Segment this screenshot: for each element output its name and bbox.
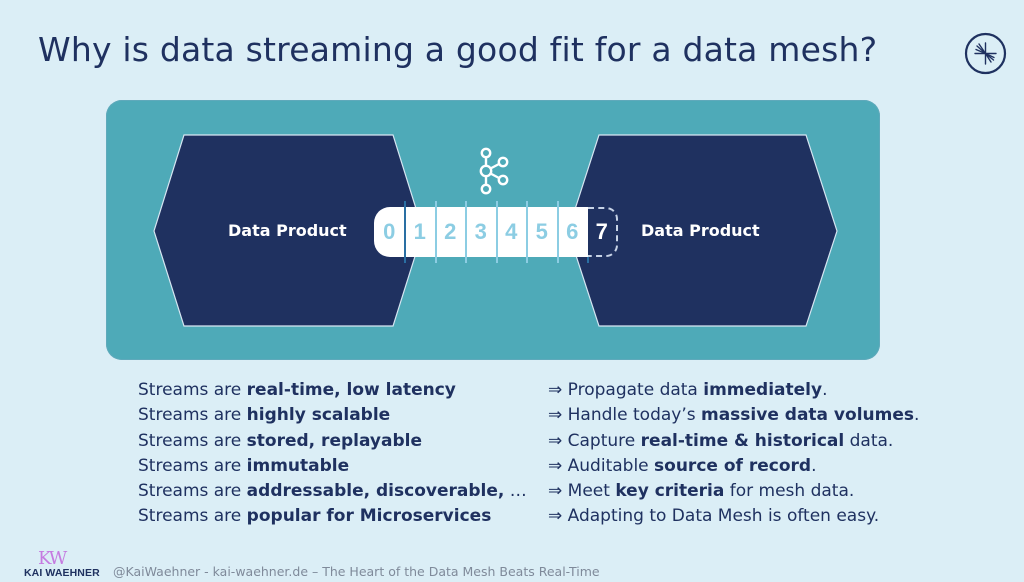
tape-start-cap bbox=[374, 207, 404, 257]
tape-divider bbox=[496, 201, 498, 263]
list-item: ⇒ Meet key criteria for mesh data. bbox=[548, 481, 855, 502]
log-offset-cell: 5 bbox=[526, 207, 557, 257]
log-offset-cell: 0 bbox=[383, 219, 396, 244]
list-item: Streams are highly scalable bbox=[138, 405, 391, 426]
tape-divider bbox=[557, 201, 559, 263]
left-data-product-label: Data Product bbox=[228, 221, 347, 240]
footer-credits: @KaiWaehner - kai-waehner.de – The Heart… bbox=[113, 564, 600, 579]
list-item: ⇒ Propagate data immediately. bbox=[548, 380, 828, 400]
log-offset-cell: 2 bbox=[435, 207, 466, 257]
mesh-benefits-list: ⇒ Propagate data immediately. ⇒ Handle t… bbox=[548, 378, 919, 530]
right-data-product-label: Data Product bbox=[641, 221, 760, 240]
tape-divider bbox=[587, 257, 589, 263]
list-item: ⇒ Handle today’s massive data volumes. bbox=[548, 405, 920, 426]
tape-divider bbox=[404, 201, 406, 263]
log-offset-cell: 6 bbox=[557, 207, 588, 257]
log-offset-cell: 4 bbox=[496, 207, 527, 257]
list-item: ⇒ Auditable source of record. bbox=[548, 455, 817, 476]
list-item: Streams are popular for Microservices bbox=[138, 506, 492, 527]
confluent-starburst-icon bbox=[964, 32, 1007, 75]
tape-divider bbox=[435, 201, 437, 263]
slide-title: Why is data streaming a good fit for a d… bbox=[38, 30, 878, 69]
logo-name: KAI WAEHNER bbox=[24, 567, 100, 579]
list-item: Streams are addressable, discoverable, … bbox=[138, 481, 527, 502]
event-log-tape: 0 1 2 3 4 5 6 7 bbox=[374, 207, 618, 257]
list-item: ⇒ Capture real-time & historical data. bbox=[548, 430, 894, 451]
kai-waehner-logo: KW KAI WAEHNER bbox=[24, 548, 100, 580]
tape-divider bbox=[526, 201, 528, 263]
kw-logo-mark: KW bbox=[38, 548, 67, 569]
next-log-offset-cell: 7 bbox=[587, 207, 618, 257]
list-item: Streams are immutable bbox=[138, 455, 350, 476]
list-item: Streams are stored, replayable bbox=[138, 430, 422, 451]
log-offset-cell: 1 bbox=[404, 207, 435, 257]
tape-divider bbox=[465, 201, 467, 263]
kafka-icon bbox=[479, 147, 509, 195]
log-offset-cell: 3 bbox=[465, 207, 496, 257]
list-item: Streams are real-time, low latency bbox=[138, 380, 456, 400]
stream-properties-list: Streams are real-time, low latency Strea… bbox=[138, 378, 527, 530]
list-item: ⇒ Adapting to Data Mesh is often easy. bbox=[548, 506, 880, 527]
